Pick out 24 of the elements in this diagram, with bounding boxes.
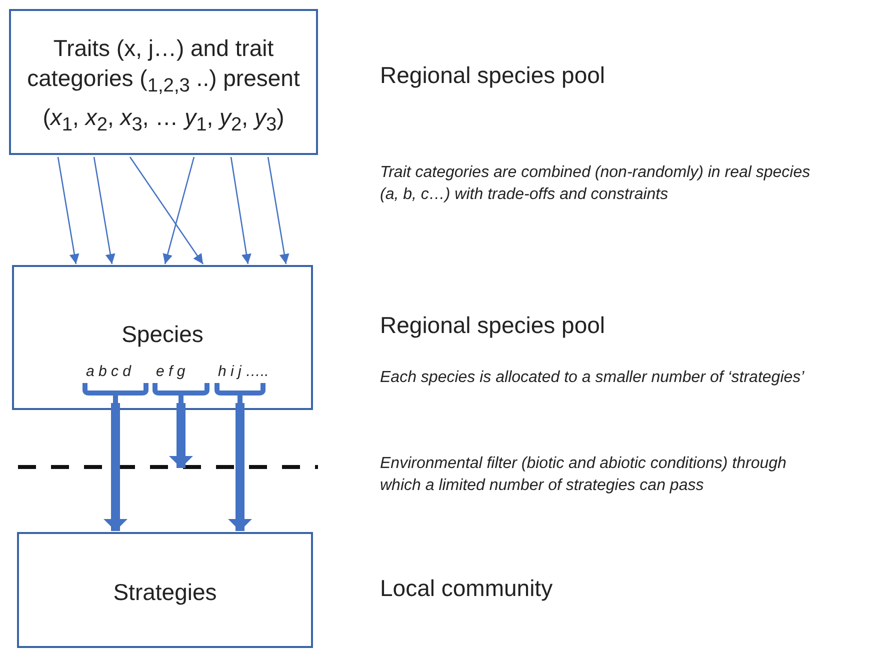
note-text: Each species is allocated to a smaller number of ‘strategies’ — [380, 368, 806, 388]
species-letters: h i j ….. — [218, 363, 269, 381]
species-letters: a b c d — [86, 363, 132, 381]
arrow — [93, 156, 116, 264]
arrow — [228, 403, 252, 531]
process-box — [17, 532, 313, 648]
level-heading: Regional species pool — [380, 62, 606, 89]
arrow — [230, 156, 252, 264]
arrow — [104, 403, 128, 531]
box-label: Species — [120, 320, 204, 349]
level-heading: Regional species pool — [380, 312, 606, 339]
species-letters: e f g — [156, 363, 186, 381]
arrow — [162, 156, 195, 264]
note-text: Trait categories are combined (non-randomly) in real species (a, b, c…) with trade-offs and constraints — [380, 163, 812, 205]
arrow — [169, 403, 193, 468]
process-box — [12, 265, 313, 410]
arrow — [129, 156, 204, 264]
level-heading: Local community — [380, 575, 553, 602]
process-box — [9, 9, 318, 155]
arrow — [57, 156, 80, 264]
arrow — [267, 156, 290, 264]
box-label: Traits (x, j…) and trait categories ($_{1,2,3}$ ..) present (x$_{1}$, x$_{2}$, x$_{3}$, … y$_{1}$, y$_{2}$, y$_{3}$) — [26, 34, 301, 138]
note-text: Environmental filter (biotic and abiotic conditions) through which a limited number of strategies can pass — [380, 454, 788, 496]
box-label: Strategies — [112, 578, 218, 607]
